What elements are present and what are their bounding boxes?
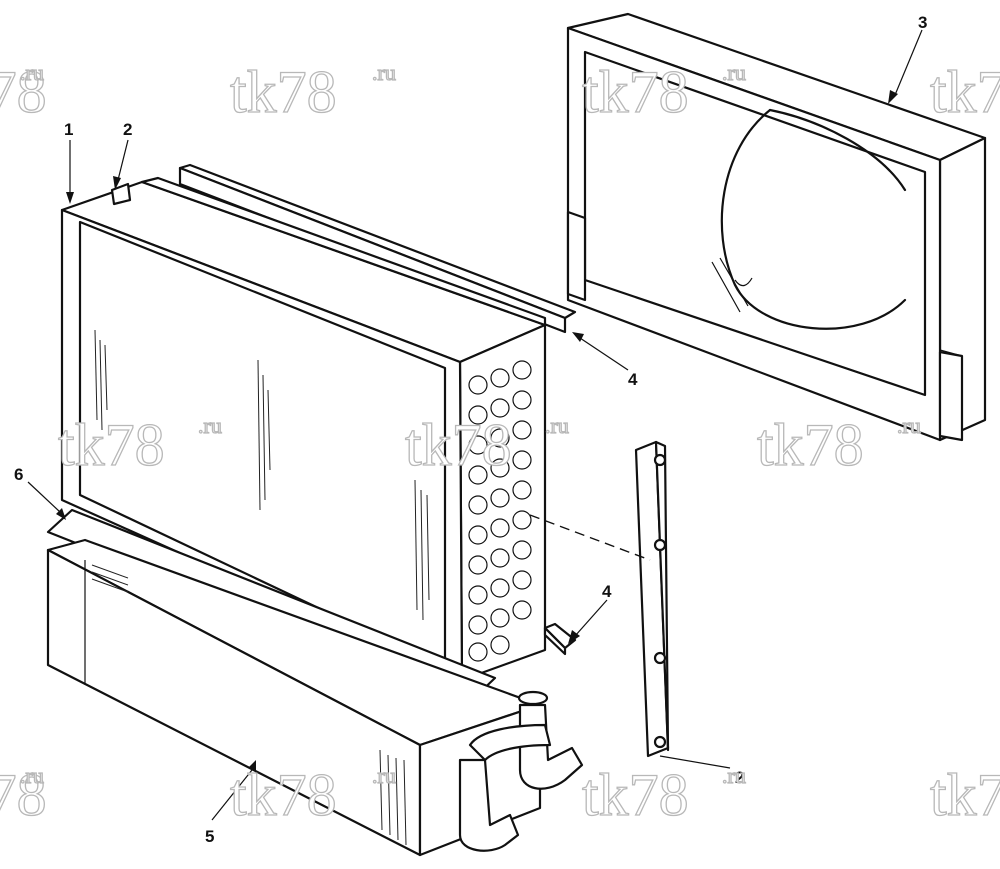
watermark-3: tk78 [582, 59, 689, 125]
alignment-dashed-line [529, 514, 651, 561]
bracket-part-2-bottom [634, 440, 670, 758]
watermark-2-suffix: .ru [372, 60, 396, 85]
callout-1: 1 [64, 120, 73, 139]
watermark-9: tk78 [230, 762, 337, 828]
watermark-5: tk78 [58, 412, 165, 478]
watermark-10-suffix: .ru [722, 763, 746, 788]
coil-fins [468, 360, 532, 662]
shading [94, 329, 430, 621]
watermark-11: tk78 [930, 762, 1000, 828]
watermark-6-suffix: .ru [545, 413, 569, 438]
watermark-2: tk78 [230, 59, 337, 125]
callout-2-bottom: 2 [735, 768, 744, 787]
evaporator-coil-part-1 [60, 176, 547, 682]
watermark-8-suffix: .ru [20, 763, 44, 788]
pan-shading [91, 564, 407, 846]
watermark-3-suffix: .ru [722, 60, 746, 85]
watermark-1-suffix: .ru [20, 60, 44, 85]
drain-pan-part-5 [46, 538, 584, 857]
watermark-1: tk78 [0, 59, 47, 125]
watermark-8: tk78 [0, 762, 47, 828]
callout-4-bottom: 4 [602, 582, 612, 601]
fan-shroud-part-3 [566, 12, 987, 442]
watermark-7-suffix: .ru [897, 413, 921, 438]
callout-6: 6 [14, 465, 23, 484]
watermark-6: tk78 [405, 412, 512, 478]
watermarks: tk78 .ru tk78 .ru tk78 .ru tk78 tk78 .ru… [0, 58, 1000, 828]
callout-4-top: 4 [628, 370, 638, 389]
callout-2-top: 2 [123, 120, 132, 139]
callout-3: 3 [918, 13, 927, 32]
watermark-4: tk78 [930, 59, 1000, 125]
watermark-7: tk78 [757, 412, 864, 478]
callout-5: 5 [205, 827, 214, 846]
seal-strip-part-4-bottom [543, 622, 577, 656]
watermark-5-suffix: .ru [198, 413, 222, 438]
leader-lines [27, 29, 923, 821]
watermark-9-suffix: .ru [372, 763, 396, 788]
watermark-10: tk78 [582, 762, 689, 828]
